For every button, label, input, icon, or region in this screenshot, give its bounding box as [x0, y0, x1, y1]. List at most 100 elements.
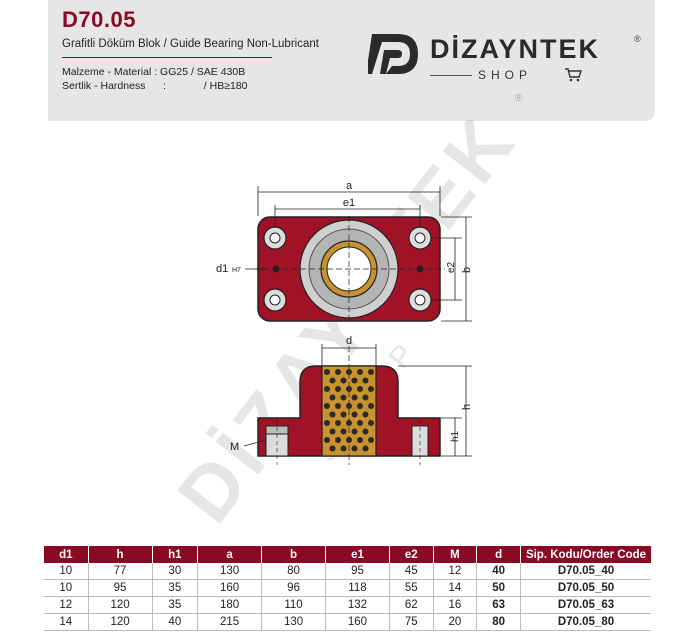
table-cell: 110 [261, 596, 326, 614]
dim-e1: e1 [343, 197, 355, 209]
section-dimensions [243, 344, 472, 457]
dim-d: d [346, 335, 352, 347]
dimension-table: d1 h h1 a b e1 e2 M d Sip. Kodu/Order Co… [44, 546, 651, 631]
graphite-plug [346, 386, 352, 392]
graphite-plug [324, 369, 330, 375]
graphite-plug [362, 394, 369, 401]
table-cell: D70.05_50 [520, 579, 651, 597]
dim-h: h [461, 404, 473, 410]
table-cell: 10 [44, 563, 89, 580]
table-cell: 55 [389, 579, 434, 597]
table-cell: 77 [88, 563, 153, 580]
registered-mark: ® [634, 34, 641, 44]
col-h1: h1 [152, 546, 199, 563]
graphite-plug [335, 437, 341, 443]
col-b: b [261, 546, 326, 563]
dim-h1: h1 [450, 430, 461, 442]
graphite-plug [324, 437, 330, 443]
brand-logo[interactable]: DİZAYNTEK ® SHOP [368, 28, 648, 88]
graphite-plug [329, 445, 336, 452]
table-cell: 130 [197, 563, 263, 580]
table-cell: 35 [152, 579, 199, 597]
graphite-plug [335, 369, 341, 375]
table-cell: 45 [389, 563, 434, 580]
graphite-plug [329, 377, 336, 384]
table-cell: 12 [433, 563, 478, 580]
graphite-plug [368, 386, 374, 392]
table-cell: 118 [325, 579, 390, 597]
graphite-plug [329, 394, 336, 401]
dim-M: M [230, 441, 239, 453]
dim-tolerance: H7 [232, 267, 241, 274]
col-M: M [433, 546, 478, 563]
graphite-plug [362, 411, 369, 418]
table-cell: 30 [152, 563, 199, 580]
graphite-plug [368, 369, 374, 375]
watermark-registered: ® [515, 93, 523, 104]
graphite-plug [340, 428, 347, 435]
graphite-plug [351, 394, 358, 401]
graphite-plugs [324, 369, 374, 452]
graphite-plug [340, 411, 347, 418]
graphite-plug [357, 403, 363, 409]
table-cell: 40 [152, 613, 199, 631]
table-cell: 160 [197, 579, 263, 597]
graphite-plug [357, 420, 363, 426]
logo-mark-icon [368, 34, 418, 74]
table-cell: 215 [197, 613, 263, 631]
product-subtitle: Grafitli Döküm Blok / Guide Bearing Non-… [62, 38, 319, 50]
graphite-plug [324, 420, 330, 426]
header-divider [62, 57, 272, 58]
dim-e2: e2 [446, 261, 457, 273]
table-cell: 120 [88, 596, 153, 614]
graphite-plug [362, 445, 369, 452]
col-order-code: Sip. Kodu/Order Code [520, 546, 651, 563]
table-cell: D70.05_80 [520, 613, 651, 631]
graphite-plug [335, 420, 341, 426]
table-cell: 120 [88, 613, 153, 631]
table-cell: 50 [476, 579, 521, 597]
col-e2: e2 [389, 546, 434, 563]
graphite-plug [335, 403, 341, 409]
dim-d1: d1 [216, 263, 228, 275]
table-cell: 80 [261, 563, 326, 580]
graphite-plug [362, 377, 369, 384]
section-view [257, 346, 441, 465]
watermark: DİZAYNTEK SHOP [161, 120, 534, 538]
col-d1: d1 [44, 546, 89, 563]
table-cell: 180 [197, 596, 263, 614]
table-cell: 14 [44, 613, 89, 631]
header-panel [48, 0, 655, 121]
graphite-plug [357, 386, 363, 392]
dim-a: a [346, 180, 353, 192]
table-cell: 95 [88, 579, 153, 597]
graphite-plug [340, 445, 347, 452]
technical-drawing: DİZAYNTEK SHOP a e1 e2 b d1 H [161, 120, 534, 538]
shop-line-left [430, 75, 472, 76]
table-cell: 160 [325, 613, 390, 631]
shop-label: SHOP [478, 68, 533, 82]
graphite-plug [346, 369, 352, 375]
brand-name: DİZAYNTEK [430, 34, 601, 64]
col-d: d [476, 546, 521, 563]
table-header-row: d1 h h1 a b e1 e2 M d Sip. Kodu/Order Co… [44, 546, 651, 563]
graphite-plug [340, 394, 347, 401]
table-cell: 132 [325, 596, 390, 614]
top-view [255, 216, 445, 322]
table-cell: 20 [433, 613, 478, 631]
graphite-plug [329, 428, 336, 435]
graphite-plug [357, 437, 363, 443]
top-dimensions [245, 186, 472, 322]
table-cell: 62 [389, 596, 434, 614]
table-cell: 14 [433, 579, 478, 597]
table-cell: 80 [476, 613, 521, 631]
dim-b: b [461, 267, 473, 273]
graphite-plug [351, 411, 358, 418]
graphite-plug [340, 377, 347, 384]
graphite-plug [324, 386, 330, 392]
graphite-plug [351, 445, 358, 452]
table-cell: 12 [44, 596, 89, 614]
